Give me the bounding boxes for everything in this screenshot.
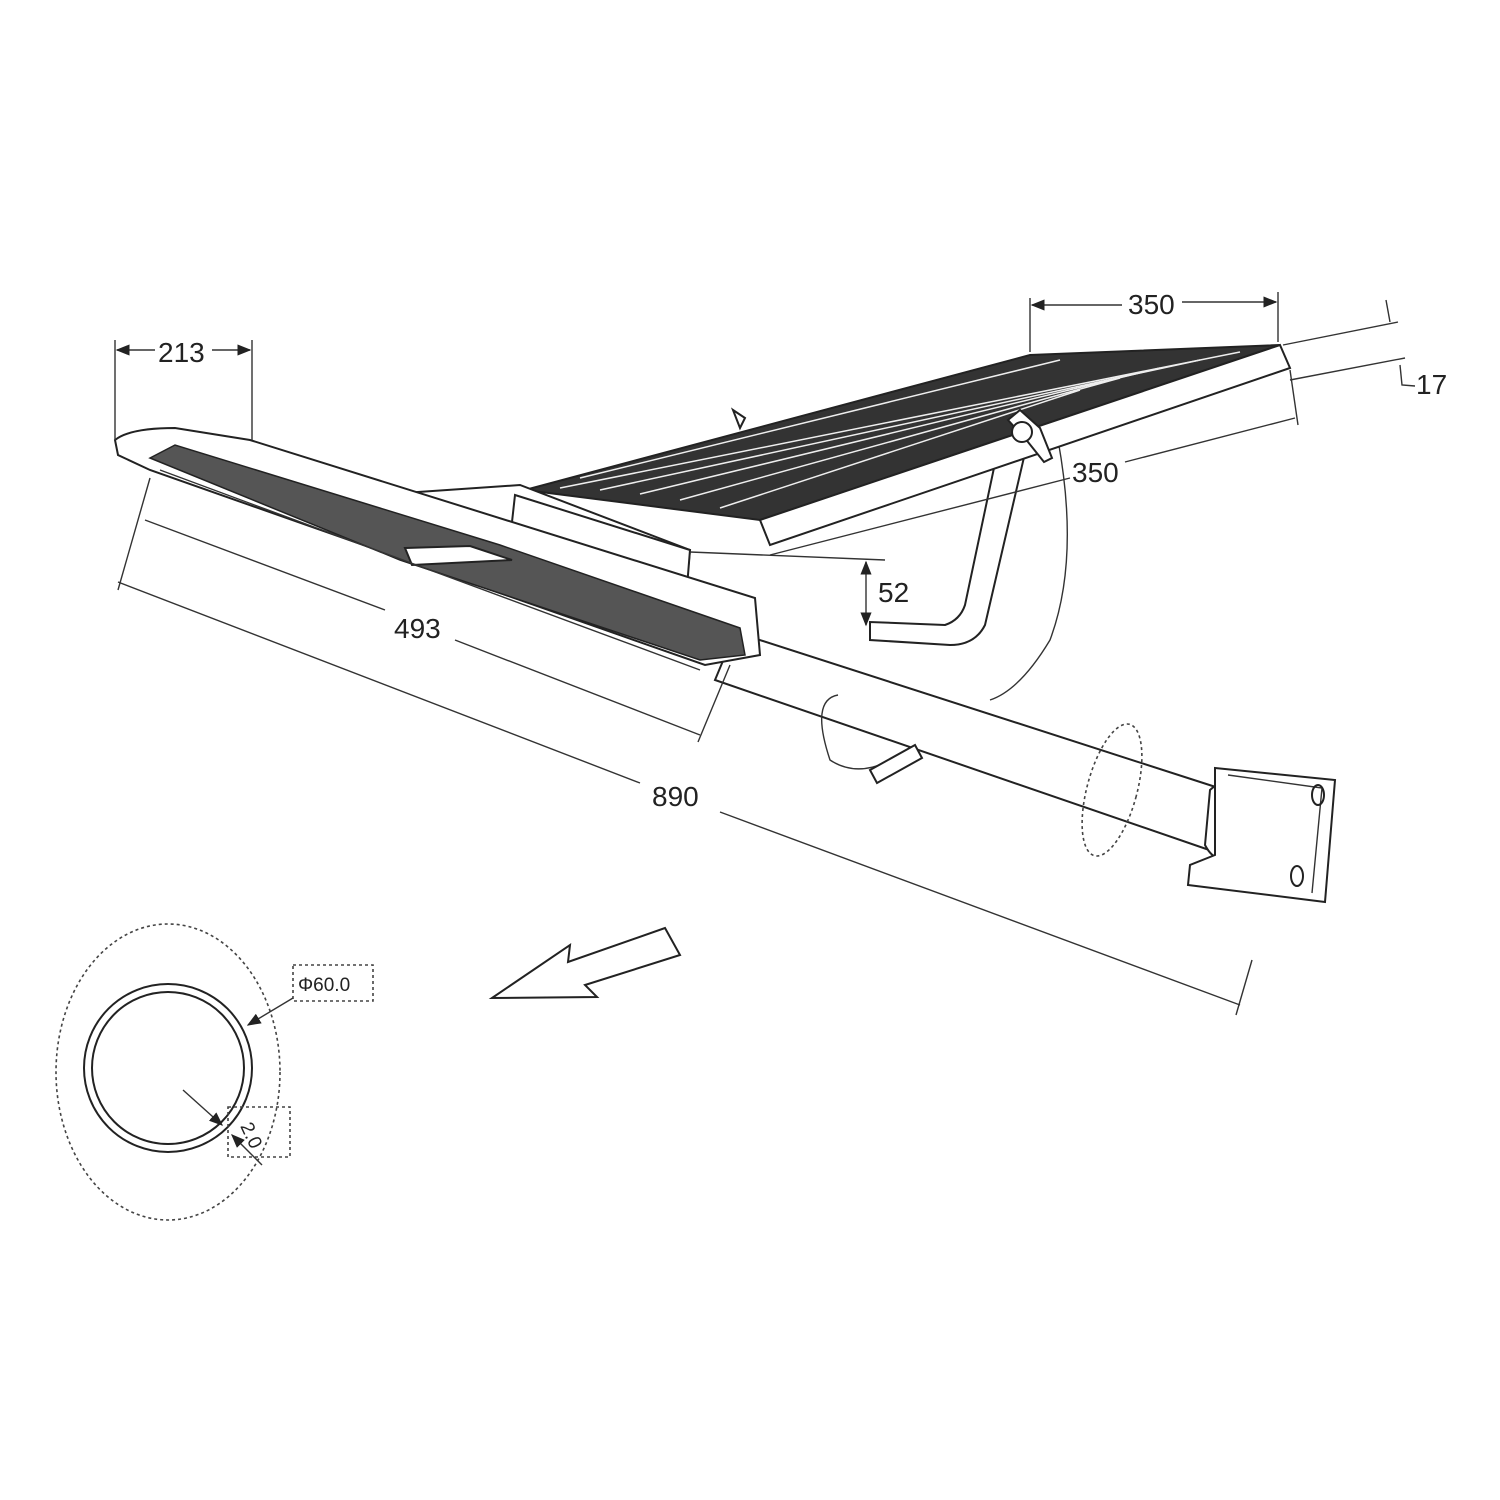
lamp-head — [113, 426, 762, 671]
wall-thickness-label: 2.0 — [235, 1119, 265, 1152]
panel-arm — [869, 428, 1030, 647]
dimension-lines — [114, 292, 1416, 1016]
pole-diameter-label: Φ60.0 — [298, 975, 350, 996]
dim-panel-thickness: 17 — [1416, 369, 1447, 400]
dim-lamp-width: 213 — [158, 337, 205, 368]
connector — [868, 743, 924, 785]
pole-cross-section — [55, 923, 374, 1221]
dim-total-length: 890 — [652, 781, 699, 812]
wall-bracket — [1186, 766, 1337, 904]
arrow-icon — [488, 926, 682, 1000]
dim-height-offset: 52 — [878, 577, 909, 608]
dim-lamp-length: 493 — [394, 613, 441, 644]
dim-panel-length: 350 — [1072, 457, 1119, 488]
solar-panel — [524, 343, 1292, 547]
dim-panel-width: 350 — [1128, 289, 1175, 320]
pole — [713, 630, 1250, 860]
